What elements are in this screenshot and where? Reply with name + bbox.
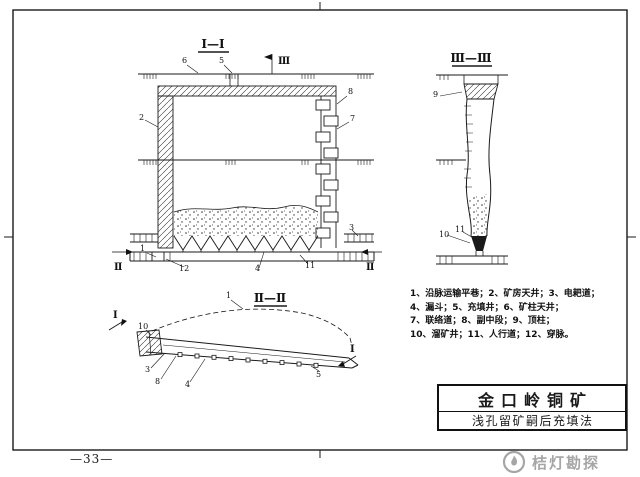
crown-pillar-3-3 [463,83,499,100]
funnel-row [173,235,319,251]
callout-5-plan: 5 [316,370,321,379]
callout-leaders-3-3 [439,91,478,244]
rake-level-stubs [130,233,374,243]
callout-3: 3 [349,223,354,232]
page-number: —33— [70,452,114,466]
sublevel-hatch-ticks [143,160,371,165]
section-2-2-view: Ⅱ—Ⅱ Ⅰ Ⅰ [108,291,359,389]
legend: 1、沿脉运输平巷；2、矿房天井；3、电耙道； 4、漏斗；5、充填井；6、矿柱天井… [410,288,600,342]
callout-2: 2 [139,113,144,122]
funnel-marks-plan [177,352,319,368]
cut-mark-iii: Ⅲ [264,54,290,74]
stope-right-edge [486,98,495,237]
funnel-3-3 [471,236,487,251]
surface-hatch-ticks [143,74,371,79]
section-1-1-view: Ⅰ—Ⅰ [112,37,382,273]
callout-3-plan: 3 [145,365,150,374]
callout-6: 6 [182,56,187,65]
callout-8: 8 [348,87,353,96]
watermark-text: 桔灯勘探 [532,453,601,472]
cut-mark-i-left: Ⅰ [108,310,127,331]
callout-12: 12 [179,264,189,273]
method-name: 浅孔留矿嗣后充填法 [471,414,594,428]
right-cribbed-raise [315,96,339,248]
callout-11-33: 11 [455,225,465,234]
section-3-3-view: Ⅲ—Ⅲ [433,51,508,265]
callout-4-plan: 4 [185,380,190,389]
callout-7: 7 [350,114,355,123]
callout-1: 1 [140,244,145,253]
callout-8-plan: 8 [155,377,160,386]
title-block: 金口岭铜矿 浅孔留矿嗣后充填法 [437,384,627,431]
marker-ii-left: Ⅱ [114,262,122,273]
legend-line-4: 10、溜矿井；11、人行道；12、穿脉。 [410,329,574,340]
haulage-level [129,251,375,262]
callout-11: 11 [305,261,315,270]
callout-1-plan: 1 [226,291,231,300]
callout-10-plan: 10 [138,322,148,331]
section-1-1-title: Ⅰ—Ⅰ [201,37,225,51]
raise-block [136,329,163,357]
callout-4: 4 [255,264,260,273]
callout-10: 10 [439,230,449,239]
section-2-2-title: Ⅱ—Ⅱ [254,291,286,305]
callout-5: 5 [219,56,224,65]
callout-9: 9 [433,90,438,99]
flame-icon [502,450,526,474]
marker-ii-right: Ⅱ [366,262,374,273]
ladder-ticks [464,105,473,188]
section-3-3-title: Ⅲ—Ⅲ [450,51,492,65]
left-raise-pillar [157,95,174,249]
legend-line-2: 4、漏斗；5、充填井；6、矿柱天井； [410,302,564,313]
crown-pillar [157,85,337,97]
cut-mark-i-right: Ⅰ [338,344,357,367]
watermark: 桔灯勘探 [501,449,600,475]
broken-ore-3-3 [469,194,489,236]
mine-name: 金口岭铜矿 [439,386,625,412]
cut-mark-ii-right: Ⅱ [361,249,382,273]
callout-leaders-1-1 [144,64,359,269]
cut-mark-ii-left: Ⅱ [112,249,133,273]
marker-i-left: Ⅰ [113,310,118,321]
marker-iii-top: Ⅲ [278,56,290,67]
sheet-frame [4,2,636,458]
stope-boundary-dashed [151,308,354,351]
legend-line-3: 7、联络道；8、副中段；9、顶柱； [410,316,555,326]
callout-leaders-2-2 [145,299,320,383]
legend-line-1: 1、沿脉运输平巷；2、矿房天井；3、电耙道； [410,289,600,299]
broken-ore-fill [174,205,318,236]
